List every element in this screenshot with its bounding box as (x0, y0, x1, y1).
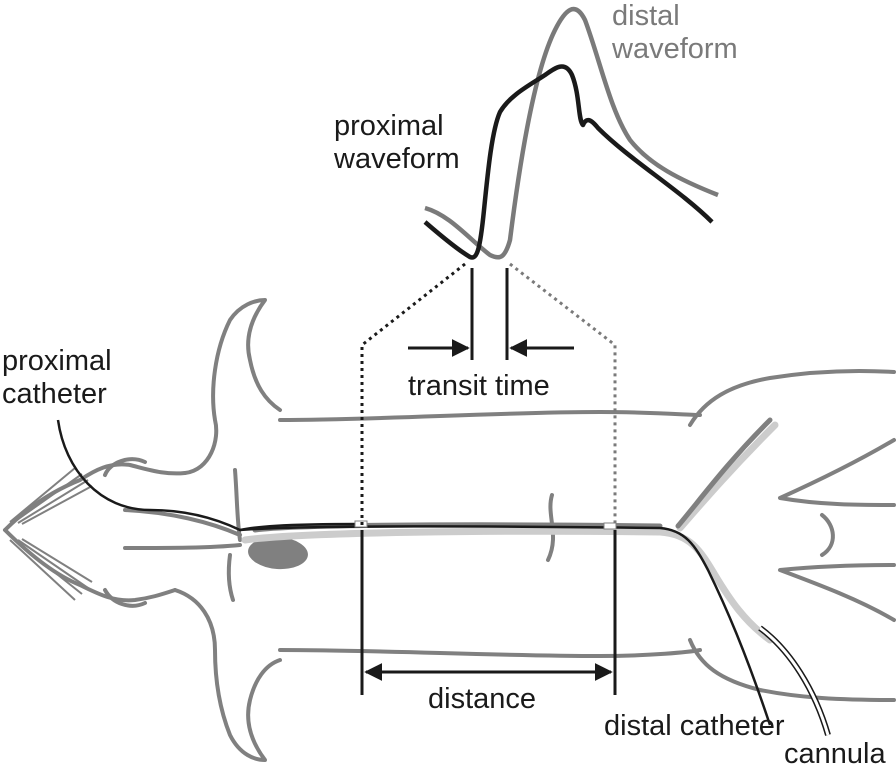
distal-catheter-line (239, 525, 772, 726)
body-outline-bottom (278, 648, 702, 658)
distal-waveform-curve (424, 6, 719, 260)
distal-catheter-tip (603, 522, 617, 530)
hind-outline-top (688, 368, 896, 427)
aorta (241, 421, 779, 644)
whiskers (9, 467, 93, 601)
distal-catheter-label: distal catheter (604, 710, 785, 742)
distance-label: distance (428, 683, 537, 715)
heart (248, 536, 308, 570)
proximal-waveform-curve (423, 64, 714, 260)
transit-time-label: transit time (408, 370, 550, 402)
head-outline-bottom (3, 528, 177, 603)
distal-waveform-label: distal waveform (612, 0, 738, 65)
cannula-label: cannula (784, 738, 886, 770)
proximal-catheter-label: proximal catheter (2, 345, 112, 410)
ear-top (183, 298, 282, 475)
hind-leg-bottom (778, 563, 896, 622)
proximal-projection (360, 262, 466, 525)
iliac-branch (675, 417, 773, 529)
proximal-catheter-line (56, 419, 361, 532)
hind-leg-top (778, 438, 896, 507)
hind-outline-bottom (688, 638, 896, 702)
head-outline-top (3, 462, 187, 532)
eye-top (103, 457, 147, 477)
proximal-waveform-label: proximal waveform (334, 110, 460, 175)
distal-projection (509, 262, 617, 525)
chest-line-left-lower (123, 543, 242, 550)
eye-bottom (103, 588, 147, 608)
forelimb-bottom (226, 553, 235, 602)
body-outline-top (278, 410, 702, 422)
cannula-tube-inner (759, 626, 830, 736)
ear-bottom (173, 588, 282, 762)
tail-base (820, 513, 835, 557)
chest-line-left (123, 508, 242, 537)
